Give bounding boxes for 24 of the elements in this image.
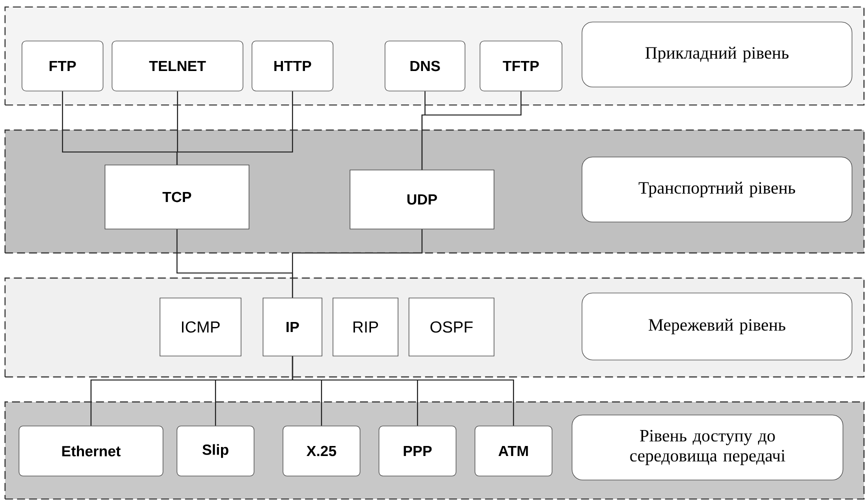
protocol-box: TELNET [112,40,244,92]
connector-line [176,91,294,165]
protocol-box: Ethernet [18,426,164,476]
protocol-box: TFTP [480,40,562,92]
protocol-box: RIP [332,298,398,356]
protocol-box: FTP [22,40,104,92]
protocol-box: ICMP [160,298,242,356]
layer-label-box: Мережевий рівень [582,292,852,360]
layer-label-box: Транспортний рівень [582,156,852,222]
protocol-box: X.25 [282,426,360,476]
protocol-box: PPP [378,426,456,476]
protocol-box: OSPF [408,298,494,356]
protocol-box: DNS [384,40,466,92]
protocol-box: HTTP [252,40,334,92]
protocol-box: ATM [474,426,552,476]
protocol-box: Slip [176,426,254,476]
connector-line [292,229,423,298]
connector-line [421,91,522,170]
layer-label-box: Прикладний рівень [582,22,852,88]
protocol-box: UDP [350,170,494,230]
layer-label-box: Рівень доступу до середовища передачі [572,414,844,480]
protocol-box: IP [262,298,322,356]
protocol-box: TCP [104,164,250,230]
connector-line [292,356,514,426]
